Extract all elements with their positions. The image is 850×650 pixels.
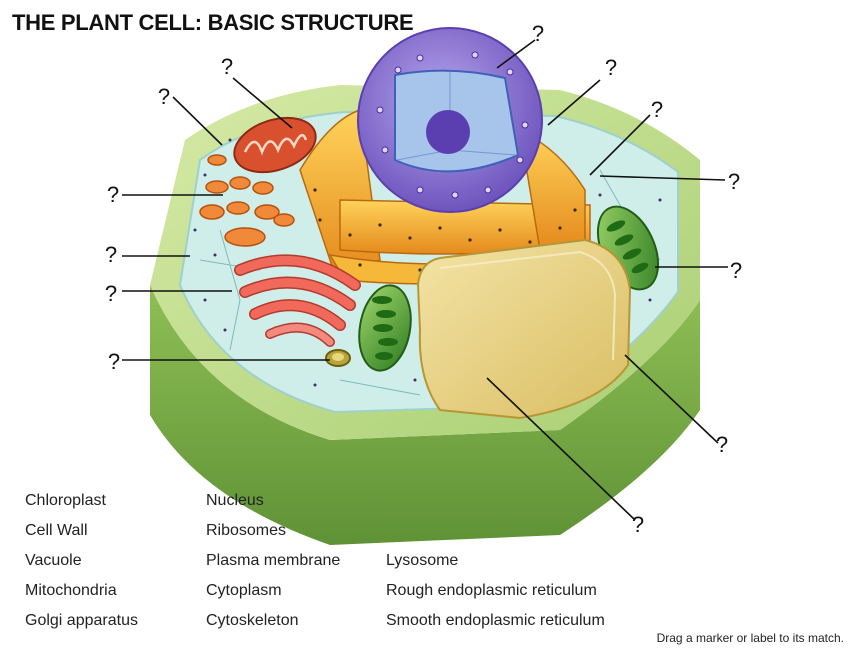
ribosomes <box>193 138 662 387</box>
label-golgi-apparatus[interactable]: Golgi apparatus <box>25 612 138 629</box>
marker-cytoskeleton[interactable]: ? <box>104 242 118 267</box>
label-plasma-membrane[interactable]: Plasma membrane <box>206 552 341 569</box>
marker-nucleus[interactable]: ? <box>531 21 545 46</box>
leader-lines <box>122 39 728 521</box>
smooth-endoplasmic-reticulum <box>199 154 295 247</box>
marker-vacuole[interactable]: ? <box>631 512 645 537</box>
marker-plasma-membrane[interactable]: ? <box>727 169 741 194</box>
label-smooth-er[interactable]: Smooth endoplasmic reticulum <box>386 612 605 629</box>
page-title: THE PLANT CELL: BASIC STRUCTURE <box>12 10 414 35</box>
label-cell-wall[interactable]: Cell Wall <box>25 522 88 539</box>
marker-chloroplast[interactable]: ? <box>729 258 743 283</box>
label-rough-er[interactable]: Rough endoplasmic reticulum <box>386 582 597 599</box>
marker-nuclear-envelope[interactable]: ? <box>604 55 618 80</box>
mitochondrion <box>233 116 317 174</box>
marker-lysosome[interactable]: ? <box>107 349 121 374</box>
instruction-text: Drag a marker or label to its match. <box>656 631 844 645</box>
lysosome <box>325 349 351 367</box>
nucleus <box>357 27 543 213</box>
label-vacuole[interactable]: Vacuole <box>25 552 82 569</box>
marker-smooth-er-2[interactable]: ? <box>106 182 120 207</box>
label-cytoskeleton[interactable]: Cytoskeleton <box>206 612 299 629</box>
vacuole <box>416 238 632 420</box>
marker-rough-er[interactable]: ? <box>650 97 664 122</box>
nucleolus <box>426 110 470 154</box>
marker-mitochondria[interactable]: ? <box>220 54 234 79</box>
golgi-apparatus <box>234 254 361 347</box>
marker-golgi[interactable]: ? <box>104 281 118 306</box>
label-nucleus[interactable]: Nucleus <box>206 492 264 509</box>
label-cytoplasm[interactable]: Cytoplasm <box>206 582 282 599</box>
label-lysosome[interactable]: Lysosome <box>386 552 459 569</box>
label-mitochondria[interactable]: Mitochondria <box>25 582 117 599</box>
label-chloroplast[interactable]: Chloroplast <box>25 492 106 509</box>
marker-cell-wall[interactable]: ? <box>715 432 729 457</box>
chloroplast-left <box>358 284 412 372</box>
label-ribosomes[interactable]: Ribosomes <box>206 522 287 539</box>
marker-smooth-er[interactable]: ? <box>157 84 171 109</box>
